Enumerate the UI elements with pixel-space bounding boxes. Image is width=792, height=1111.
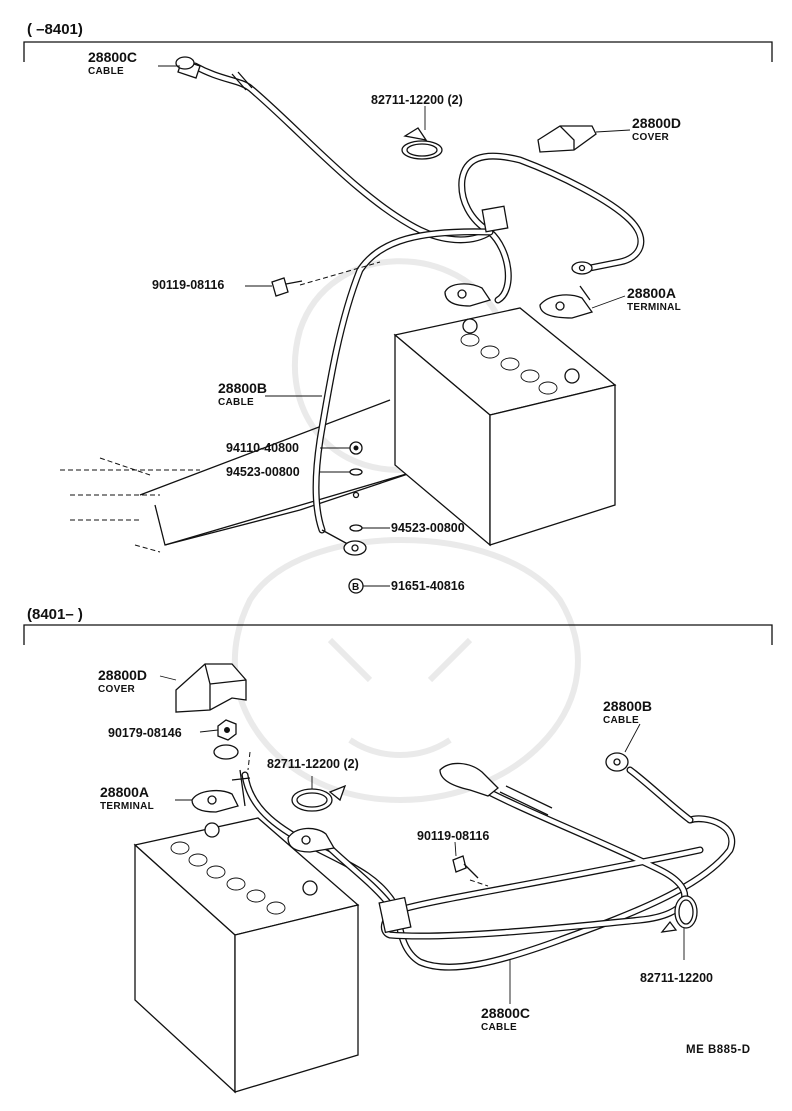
label-cover-d-number: 28800D xyxy=(98,667,147,683)
label-cover-d-name: COVER xyxy=(98,684,136,695)
top-section-header: ( –8401) xyxy=(27,21,83,38)
bottom-section-bracket xyxy=(23,624,773,645)
reference-code: ME B885-D xyxy=(686,1044,751,1056)
label-terminal-a-number: 28800A xyxy=(627,285,676,301)
label-nut-number: 90179-08146 xyxy=(108,726,182,740)
label-cable-c-name: CABLE xyxy=(88,66,124,77)
bottom-small-parts xyxy=(175,663,698,933)
callout-b-letter: B xyxy=(352,582,359,593)
label-terminal-a-number: 28800A xyxy=(100,784,149,800)
label-terminal-a-name: TERMINAL xyxy=(100,801,154,812)
label-cable-c-name: CABLE xyxy=(481,1022,517,1033)
label-clamp-number: 82711-12200 (2) xyxy=(267,757,359,771)
label-bolt-b-number: 91651-40816 xyxy=(391,579,465,593)
battery-bottom xyxy=(133,817,360,1094)
label-clamp-number: 82711-12200 (2) xyxy=(371,93,463,107)
top-cables xyxy=(175,56,645,556)
label-cover-d-number: 28800D xyxy=(632,115,681,131)
battery-top xyxy=(393,307,617,547)
label-washer-2-number: 94523-00800 xyxy=(391,521,465,535)
label-cable-b-name: CABLE xyxy=(603,715,639,726)
bottom-section-header: (8401– ) xyxy=(27,606,83,623)
label-cable-b-number: 28800B xyxy=(603,698,652,714)
bottom-labels: 28800D COVER 90179-08146 28800A TERMINAL… xyxy=(98,667,713,1033)
top-leaders xyxy=(158,65,631,587)
label-washer-1-number: 94523-00800 xyxy=(226,465,300,479)
bottom-cables xyxy=(241,751,736,971)
label-cable-b-name: CABLE xyxy=(218,397,254,408)
label-bolt-number: 90119-08116 xyxy=(152,278,224,292)
top-section: ( –8401) xyxy=(23,21,773,594)
label-nut-number: 94110-40800 xyxy=(226,441,299,455)
label-cover-d-name: COVER xyxy=(632,132,670,143)
label-cable-c-number: 28800C xyxy=(481,1005,530,1021)
label-clamp-single-number: 82711-12200 xyxy=(640,971,713,985)
top-small-parts: B xyxy=(271,125,597,594)
top-section-bracket xyxy=(23,41,773,62)
label-bolt-number: 90119-08116 xyxy=(417,829,489,843)
bottom-section: (8401– ) xyxy=(23,606,773,1094)
label-cable-b-number: 28800B xyxy=(218,380,267,396)
top-labels: 28800C CABLE 82711-12200 (2) 28800D COVE… xyxy=(88,49,681,593)
label-terminal-a-name: TERMINAL xyxy=(627,302,681,313)
label-cable-c-number: 28800C xyxy=(88,49,137,65)
bottom-leaders xyxy=(159,675,685,1004)
